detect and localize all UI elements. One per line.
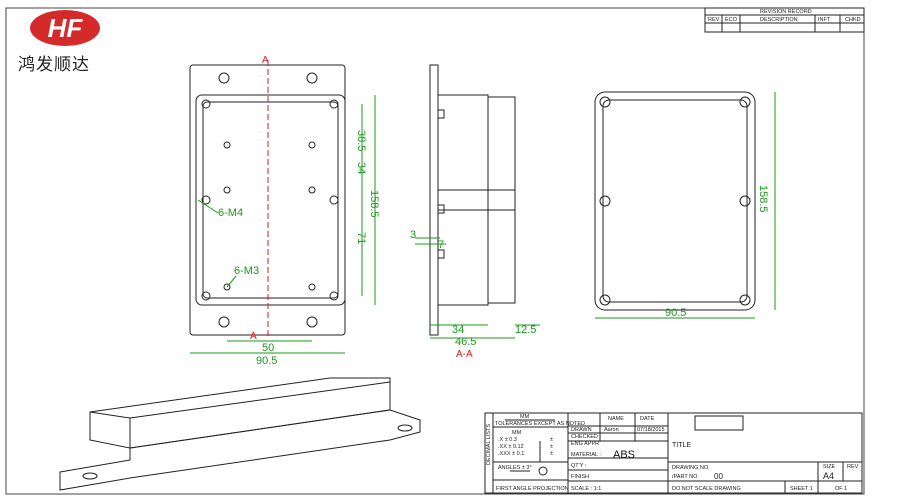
- date-header: DATE: [640, 416, 655, 422]
- tol-row: .X ± 0.3: [498, 437, 517, 443]
- dim-158-5: 158.5: [368, 190, 380, 218]
- do-not-scale-note: DO NOT SCALE DRAWING: [672, 486, 741, 492]
- size-label: SIZE: [823, 464, 836, 470]
- col-rev: REV: [708, 17, 720, 23]
- company-name: 鸿发顺达: [18, 55, 90, 74]
- isometric-view: [59, 377, 421, 491]
- drawn-date: 07/18/2015: [637, 427, 665, 433]
- logo-badge: HF: [30, 10, 100, 46]
- tol-row: MM: [512, 430, 522, 436]
- dim-12-5: 12.5: [515, 324, 536, 336]
- tol-row: ±: [550, 451, 553, 457]
- title-block: MM TOLERANCES EXCEPT AS NOTED DECIMAL LI…: [484, 412, 863, 494]
- side-view: 3 7 34 46.5 12.5 A-A: [410, 64, 540, 360]
- material-value: ABS: [613, 449, 635, 461]
- rev-label: REV: [847, 464, 859, 470]
- dim-90-5: 90.5: [256, 355, 277, 367]
- sheet-label: SHEET 1: [790, 486, 813, 492]
- dim-46-5: 46.5: [455, 336, 476, 348]
- col-chkd: CHKD: [845, 17, 861, 23]
- col-inft: INFT: [818, 17, 831, 23]
- title-label: TITLE: [672, 442, 691, 449]
- drawn-name: Aaron: [604, 427, 619, 433]
- dim-34-side: 34: [452, 324, 464, 336]
- revision-record: REVISION RECORD REV ECO DESCRIPTION INFT…: [704, 7, 865, 33]
- drawn-label: DRAWN: [571, 427, 592, 433]
- drawing-frame: [5, 7, 865, 495]
- part-no-label: /PART NO.: [672, 474, 699, 480]
- hole-note-m4: 6-M4: [218, 207, 243, 219]
- sheet-of-label: OF 1: [835, 486, 847, 492]
- eng-appr-label: ENG APPR: [571, 441, 599, 447]
- finish-label: FINISH: [571, 474, 589, 480]
- revision-title: REVISION RECORD: [760, 9, 812, 15]
- dim-90-5-right: 90.5: [665, 307, 686, 319]
- qty-label: QT'Y :: [571, 463, 587, 469]
- dim-7: 7: [438, 239, 444, 251]
- hole-note-m3: 6-M3: [234, 265, 259, 277]
- dim-158-5-right: 158.5: [757, 185, 769, 213]
- name-header: NAME: [608, 416, 624, 422]
- tol-row: .XXX ± 0.1: [498, 451, 524, 457]
- scale-label: SCALE : 1:1: [571, 486, 601, 492]
- tol-row: ±: [550, 437, 553, 443]
- col-eco: ECO: [725, 17, 738, 23]
- company-logo: HF 鸿发顺达: [18, 10, 113, 75]
- angles-tolerance: ANGLES ± 3°: [498, 465, 532, 471]
- projection-label: FIRST ANGLE PROJECTION: [496, 486, 569, 492]
- unit-label: MM: [520, 414, 530, 420]
- drawing-no-label: DRAWING NO.: [672, 465, 710, 471]
- dim-71: 71: [355, 232, 367, 244]
- part-no-value: 00: [714, 472, 723, 481]
- tol-row: ±: [550, 444, 553, 450]
- side-label: DECIMAL LISTS: [486, 424, 492, 465]
- tolerance-label: TOLERANCES EXCEPT AS NOTED: [495, 421, 585, 427]
- material-label: MATERIAL :: [571, 452, 601, 458]
- col-description: DESCRIPTION: [760, 17, 798, 23]
- front-view: A A 38.5 34 71 158.5 50 90.5 6-M4 6-M3: [189, 55, 380, 367]
- dim-34: 34: [355, 162, 367, 174]
- right-view: 158.5 90.5: [594, 91, 776, 319]
- section-label-top: A: [262, 55, 269, 66]
- dim-38-5: 38.5: [355, 130, 367, 151]
- dim-50: 50: [262, 342, 274, 354]
- tol-row: .XX ± 0.12: [498, 444, 524, 450]
- section-label-aa: A-A: [456, 349, 473, 360]
- size-value: A4: [823, 471, 834, 481]
- section-label-bottom: A: [250, 331, 257, 342]
- checked-label: CHECKED: [571, 434, 598, 440]
- dim-3: 3: [410, 229, 416, 241]
